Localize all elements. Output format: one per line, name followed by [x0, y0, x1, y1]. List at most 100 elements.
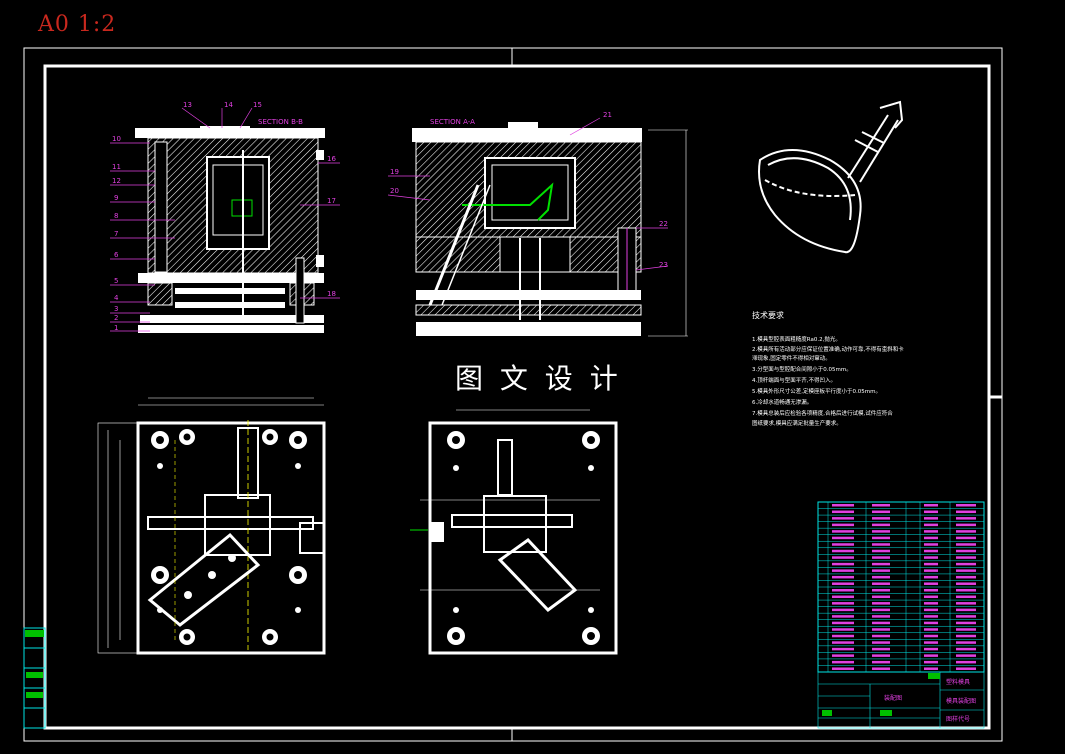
plan-view-left	[97, 397, 326, 655]
callout-15: 15	[253, 101, 262, 109]
bom-cell-mark	[956, 556, 976, 559]
bom-cell-mark	[956, 595, 976, 599]
bom-cell-mark	[956, 615, 976, 618]
bom-cell-mark	[956, 575, 976, 579]
bom-cell-mark	[956, 582, 976, 585]
bom-cell-mark	[924, 628, 938, 631]
bom-cell-mark	[872, 641, 890, 644]
section-title-right: SECTION A-A	[430, 118, 475, 126]
tech-requirements: 技术要求 1.模具型腔表面粗糙度Ra0.2,抛光。 2.模具所有活动部分应保证位…	[752, 310, 904, 427]
bom-cell-mark	[872, 602, 890, 605]
callouts-right	[387, 117, 669, 271]
bom-cell-mark	[832, 595, 854, 599]
bom-cell-mark	[832, 660, 854, 664]
bom-cell-mark	[872, 562, 890, 566]
bom-cell-mark	[924, 530, 938, 533]
revision-side-table	[23, 627, 46, 729]
bom-cell-mark	[872, 543, 890, 546]
bom-cell-mark	[872, 634, 890, 638]
bom-cell-mark	[924, 504, 938, 507]
bom-cell-mark	[832, 536, 854, 540]
callout-22: 22	[659, 220, 668, 228]
title-block-row1: 塑料模具	[946, 678, 970, 686]
callout-labels-left: 13 14 15 10 11 12 9 8 7 6 5 4 3 2 1 16 1…	[112, 101, 336, 332]
bom-cell-mark	[924, 641, 938, 644]
bom-cell-mark	[832, 569, 854, 572]
bom-cell-mark	[924, 543, 938, 546]
bom-cell-mark	[832, 628, 854, 631]
bom-cell-mark	[956, 549, 976, 553]
bom-cell-mark	[956, 641, 976, 644]
bom-cell-mark	[872, 628, 890, 631]
callout-14: 14	[224, 101, 233, 109]
callout-13: 13	[183, 101, 192, 109]
callout-21: 21	[603, 111, 612, 119]
bom-cell-mark	[924, 647, 938, 651]
bom-cell-mark	[956, 569, 976, 572]
watermark-text: 图 文 设 计	[455, 362, 622, 395]
callout-8: 8	[114, 212, 118, 220]
bom-cell-mark	[956, 654, 976, 657]
bom-cell-mark	[924, 517, 938, 520]
bom-cell-mark	[924, 621, 938, 625]
tech-req-line-7: 6.冷却水道畅通无渗漏。	[752, 398, 812, 406]
bom-cell-mark	[924, 562, 938, 566]
parts-list-table	[817, 501, 985, 673]
tech-req-line-8: 7.模具总装后应检验各项精度,合格后进行试模,试件应符合	[752, 409, 893, 417]
section-view-left	[135, 126, 325, 333]
bom-cell-mark	[872, 556, 890, 559]
bom-cell-mark	[956, 543, 976, 546]
bom-cell-mark	[872, 647, 890, 651]
bom-cell-mark	[832, 530, 854, 533]
bom-cell-mark	[956, 621, 976, 625]
bom-cell-mark	[832, 510, 854, 514]
tech-req-line-5: 4.顶杆端面与型面平齐,不得凹入。	[752, 376, 836, 384]
tech-req-line-1: 1.模具型腔表面粗糙度Ra0.2,抛光。	[752, 335, 841, 343]
callout-6: 6	[114, 251, 119, 259]
bom-cell-mark	[832, 562, 854, 566]
bom-cell-mark	[924, 595, 938, 599]
bom-cell-mark	[872, 536, 890, 540]
bom-cell-mark	[956, 589, 976, 592]
bom-cell-mark	[872, 549, 890, 553]
callout-10: 10	[112, 135, 121, 143]
bom-cell-mark	[956, 510, 976, 514]
tech-req-line-2: 2.模具所有活动部分应保证位置准确,动作可靠,不得有歪斜和卡	[752, 345, 904, 353]
callout-1: 1	[114, 324, 118, 332]
bom-cell-mark	[872, 595, 890, 599]
bom-cell-mark	[924, 589, 938, 592]
bom-cell-mark	[924, 536, 938, 540]
callout-11: 11	[112, 163, 121, 171]
bom-cell-mark	[832, 575, 854, 579]
bom-cell-mark	[924, 510, 938, 514]
bom-cell-mark	[924, 549, 938, 553]
section-view-right	[412, 122, 688, 337]
bom-cell-mark	[832, 641, 854, 644]
bom-cell-mark	[924, 569, 938, 572]
callout-17: 17	[327, 197, 336, 205]
outer-border	[23, 47, 1003, 742]
bom-cell-mark	[832, 589, 854, 592]
bom-cell-mark	[872, 608, 890, 612]
title-block-row2: 模具装配图	[946, 697, 976, 705]
bom-cell-mark	[832, 608, 854, 612]
paper-size-label: A0 1:2	[38, 12, 117, 37]
callout-16: 16	[327, 155, 336, 163]
tech-req-title: 技术要求	[752, 310, 784, 320]
bom-cell-mark	[872, 569, 890, 572]
bom-cell-mark	[872, 582, 890, 585]
bom-cell-mark	[832, 549, 854, 553]
bom-cell-mark	[832, 647, 854, 651]
bom-cell-mark	[924, 667, 938, 670]
bom-cell-mark	[956, 608, 976, 612]
bom-cell-mark	[832, 634, 854, 638]
bom-cell-mark	[872, 660, 890, 664]
bom-cell-mark	[832, 667, 854, 670]
bom-cell-mark	[872, 530, 890, 533]
bom-cell-mark	[924, 634, 938, 638]
bom-cell-mark	[872, 667, 890, 670]
bom-cell-mark	[832, 523, 854, 527]
callout-12: 12	[112, 177, 121, 185]
bom-cell-mark	[924, 575, 938, 579]
